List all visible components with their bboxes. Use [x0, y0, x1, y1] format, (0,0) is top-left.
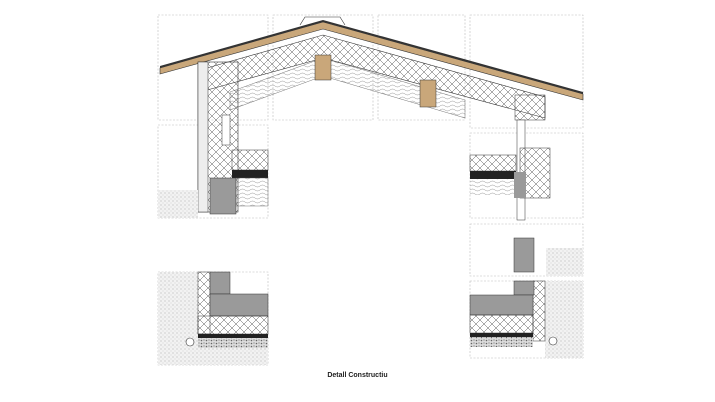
- left-wall: [158, 61, 269, 218]
- right-wall: [469, 94, 583, 276]
- left-foundation: [158, 271, 269, 365]
- roof-section: [159, 16, 584, 119]
- frame-eave-right: [469, 14, 584, 129]
- right-foundation: [469, 280, 583, 358]
- frame-wall-right: [469, 223, 584, 277]
- ridge-beam: [314, 54, 332, 81]
- drawing-caption: Detall Constructiu: [327, 372, 388, 379]
- frame-roof-mid: [377, 14, 466, 121]
- purlin-beam: [419, 79, 437, 108]
